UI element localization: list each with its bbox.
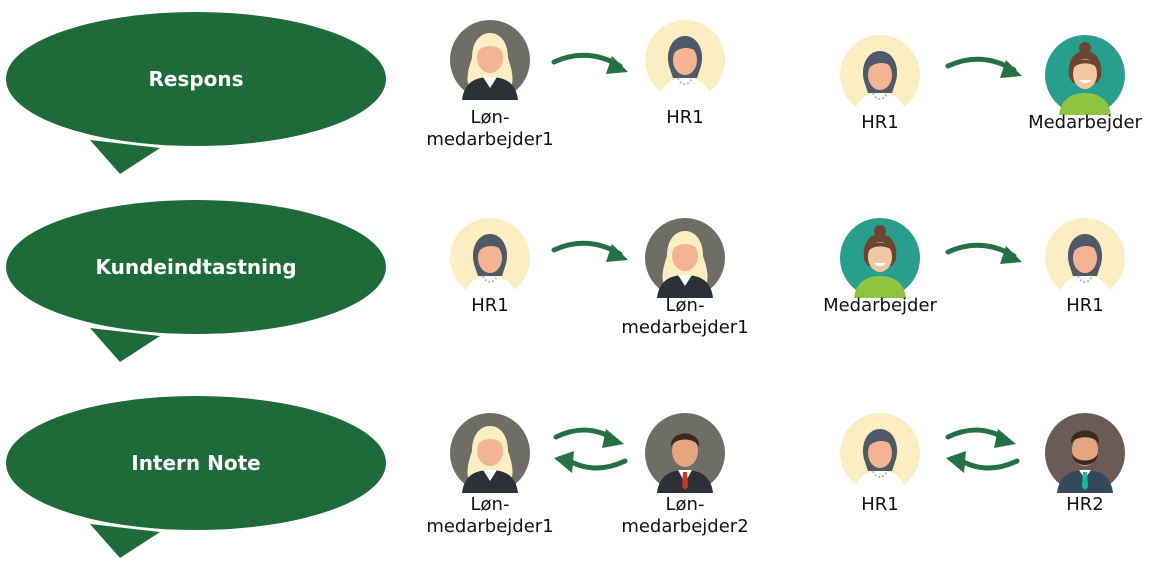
man-suit-avatar <box>645 413 725 493</box>
person-name: Løn- medarbejder1 <box>621 295 749 338</box>
person-name: HR2 <box>1066 494 1104 515</box>
arrow-right-icon <box>942 238 1032 278</box>
dark-hair-woman-pearls-avatar <box>840 413 920 493</box>
row-label-respons: Respons <box>148 67 244 91</box>
arrow-right-icon <box>942 52 1032 92</box>
woman-green-top-avatar <box>1045 35 1125 115</box>
dark-hair-woman-pearls-avatar <box>1045 218 1125 298</box>
arrow-right-icon <box>548 236 638 276</box>
person-name: Løn- medarbejder1 <box>426 107 554 150</box>
speech-bubble-kundeindtastning: Kundeindtastning <box>0 200 400 370</box>
arrow-right-icon <box>548 48 638 88</box>
row-label-intern-note: Intern Note <box>131 451 261 475</box>
person-name: Medarbejder <box>1028 112 1142 133</box>
person-name: HR1 <box>861 112 899 133</box>
woman-green-top-avatar <box>840 218 920 298</box>
row-label-kundeindtastning: Kundeindtastning <box>95 255 297 279</box>
speech-bubble-intern-note: Intern Note <box>0 396 400 566</box>
speech-bubble-shape <box>6 12 386 174</box>
person-name: Medarbejder <box>823 295 937 316</box>
blonde-woman-suit-avatar <box>645 218 725 298</box>
person-name: HR1 <box>471 295 509 316</box>
dark-hair-woman-pearls-avatar <box>450 218 530 298</box>
two-way-arrow-icon <box>940 423 1025 487</box>
speech-bubble-respons: Respons <box>0 12 400 182</box>
blonde-woman-suit-avatar <box>450 413 530 493</box>
blonde-woman-suit-avatar <box>450 20 530 100</box>
person-name: Løn- medarbejder1 <box>426 494 554 537</box>
speech-bubble-shape <box>6 396 386 558</box>
person-name: Løn- medarbejder2 <box>621 494 749 537</box>
dark-hair-woman-pearls-avatar <box>645 20 725 100</box>
person-name: HR1 <box>666 107 704 128</box>
person-name: HR1 <box>861 494 899 515</box>
two-way-arrow-icon <box>548 423 633 487</box>
speech-bubble-shape <box>6 200 386 362</box>
bearded-man-avatar <box>1045 413 1125 493</box>
person-name: HR1 <box>1066 295 1104 316</box>
dark-hair-woman-pearls-avatar <box>840 35 920 115</box>
